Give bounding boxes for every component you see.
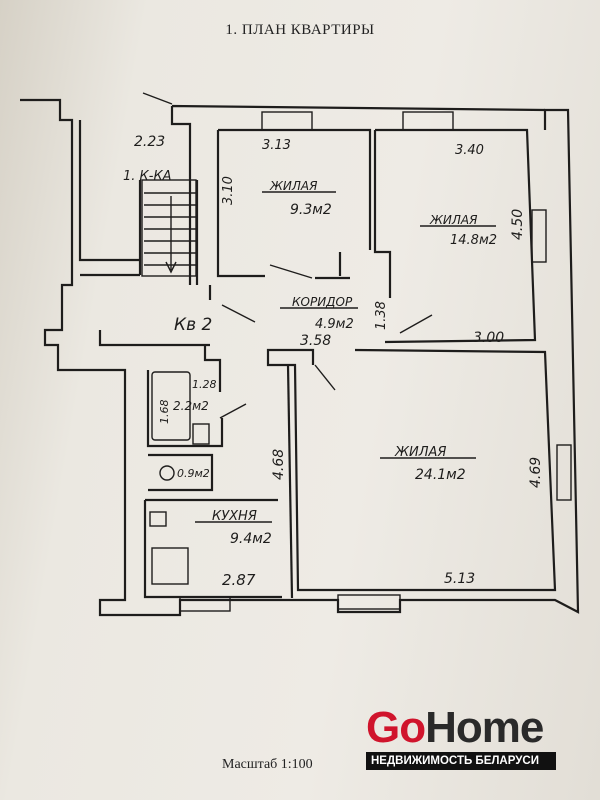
dim-label: 3.00 bbox=[473, 330, 504, 346]
dim-label: 2.87 bbox=[222, 571, 256, 589]
window bbox=[531, 209, 547, 263]
dim-label: 3.40 bbox=[455, 143, 484, 158]
door-swing bbox=[221, 304, 256, 323]
page-title: 1. ПЛАН КВАРТИРЫ bbox=[225, 22, 375, 38]
door-swing bbox=[269, 264, 313, 279]
window bbox=[556, 444, 572, 501]
room-area: 9.3м2 bbox=[290, 202, 332, 218]
room-area: 2.2м2 bbox=[173, 399, 209, 413]
apartment-label: Кв 2 bbox=[174, 315, 212, 335]
logo-tagline: НЕДВИЖИМОСТЬ БЕЛАРУСИ bbox=[366, 752, 556, 770]
dim-label: 1.38 bbox=[374, 301, 389, 330]
room-name: ЖИЛАЯ bbox=[269, 179, 318, 193]
bath-wall bbox=[143, 345, 282, 599]
stair-label: 1. К-КА bbox=[123, 169, 172, 184]
toilet-icon bbox=[159, 465, 175, 481]
logo-home: Home bbox=[425, 703, 544, 752]
gohome-logo: GoHome НЕДВИЖИМОСТЬ БЕЛАРУСИ bbox=[366, 706, 556, 770]
dim-label: 1.68 bbox=[158, 400, 171, 425]
dim-label: 3.58 bbox=[300, 333, 331, 349]
room-area: 24.1м2 bbox=[415, 467, 466, 483]
room-name: ЖИЛАЯ bbox=[394, 445, 446, 460]
room-area: 9.4м2 bbox=[230, 531, 272, 547]
door-swing bbox=[219, 403, 247, 419]
dim-label: 5.13 bbox=[444, 571, 475, 587]
room-wall bbox=[266, 348, 557, 592]
window bbox=[261, 111, 313, 131]
room-area: 4.9м2 bbox=[315, 317, 354, 332]
room-wall bbox=[286, 364, 294, 599]
staircase bbox=[141, 179, 197, 277]
dim-label: 4.68 bbox=[271, 449, 287, 480]
sink-icon bbox=[149, 511, 167, 527]
room-name: КОРИДОР bbox=[292, 295, 353, 309]
door-swing bbox=[142, 92, 173, 105]
dim-label: 3.10 bbox=[221, 176, 236, 205]
dim-label: 2.23 bbox=[134, 134, 165, 150]
logo-go: Go bbox=[366, 703, 426, 752]
dim-label: 3.13 bbox=[262, 138, 291, 153]
window bbox=[402, 111, 454, 131]
door-swing bbox=[314, 364, 336, 391]
toilet-box-icon bbox=[192, 423, 210, 445]
room-area: 0.9м2 bbox=[177, 467, 210, 480]
window bbox=[337, 594, 401, 610]
dim-label: 1.28 bbox=[192, 378, 217, 391]
outer-wall bbox=[20, 98, 580, 617]
scale-label: Масштаб 1:100 bbox=[222, 757, 313, 772]
room-area: 14.8м2 bbox=[450, 233, 497, 248]
room-name: ЖИЛАЯ bbox=[429, 213, 478, 227]
room-wall bbox=[208, 128, 372, 300]
dim-label: 4.69 bbox=[528, 457, 544, 488]
stove-icon bbox=[151, 547, 189, 585]
room-name: КУХНЯ bbox=[212, 509, 257, 524]
bathtub-icon bbox=[151, 371, 191, 441]
stair-walls bbox=[78, 120, 210, 347]
dim-label: 4.50 bbox=[510, 209, 526, 240]
door-swing bbox=[399, 314, 433, 334]
